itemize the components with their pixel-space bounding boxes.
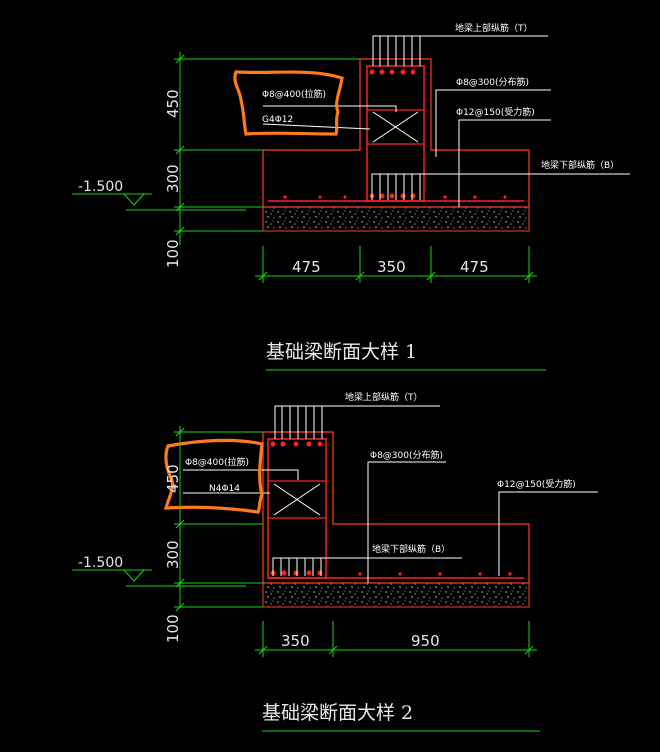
dim-height-upper: 450 — [164, 464, 182, 493]
label-bottom-rebar: 地梁下部纵筋（B） — [541, 159, 619, 171]
dim-height-lower: 300 — [164, 540, 182, 569]
stirrup-cage — [267, 438, 327, 579]
elevation-label: -1.500 — [78, 179, 123, 195]
label-distribution-rebar: Φ8@300(分布筋) — [456, 76, 529, 88]
dim-height-lower: 300 — [164, 164, 182, 193]
label-stirrup: Φ8@400(拉筋) — [262, 88, 326, 100]
detail-title: 基础梁断面大样 2 — [262, 702, 413, 724]
label-top-rebar: 地梁上部纵筋（T） — [345, 391, 423, 403]
cushion-layer — [262, 206, 530, 232]
label-main-rebar: Φ12@150(受力筋) — [497, 478, 576, 490]
label-stirrup: Φ8@400(拉筋) — [185, 456, 249, 468]
label-main-rebar: Φ12@150(受力筋) — [456, 106, 535, 118]
dim-height-cushion: 100 — [164, 239, 182, 268]
label-distribution-rebar: Φ8@300(分布筋) — [370, 449, 443, 461]
label-side-rebar: N4Φ14 — [209, 484, 240, 494]
dim-width-right: 475 — [460, 258, 489, 276]
highlight-mark — [233, 70, 344, 136]
dim-width-left: 350 — [281, 632, 310, 650]
dim-width-left: 475 — [292, 258, 321, 276]
dim-width-middle: 350 — [377, 258, 406, 276]
dim-height-cushion: 100 — [164, 614, 182, 643]
label-top-rebar: 地梁上部纵筋（T） — [455, 22, 533, 34]
elevation-label: -1.500 — [78, 555, 123, 571]
detail-title: 基础梁断面大样 1 — [266, 341, 417, 363]
beam-outline — [262, 58, 530, 208]
cushion-layer — [262, 582, 530, 608]
detail-2: 地梁上部纵筋（T） Φ8@300(分布筋) Φ12@150(受力筋) 地梁下部纵… — [72, 391, 598, 732]
label-bottom-rebar: 地梁下部纵筋（B） — [372, 543, 450, 555]
dim-height-upper: 450 — [164, 89, 182, 118]
label-side-rebar: G4Φ12 — [262, 115, 293, 125]
detail-1: 地梁上部纵筋（T） Φ8@300(分布筋) Φ12@150(受力筋) 地梁下部纵… — [72, 22, 630, 371]
dim-width-right: 950 — [411, 632, 440, 650]
highlight-mark — [163, 438, 264, 514]
